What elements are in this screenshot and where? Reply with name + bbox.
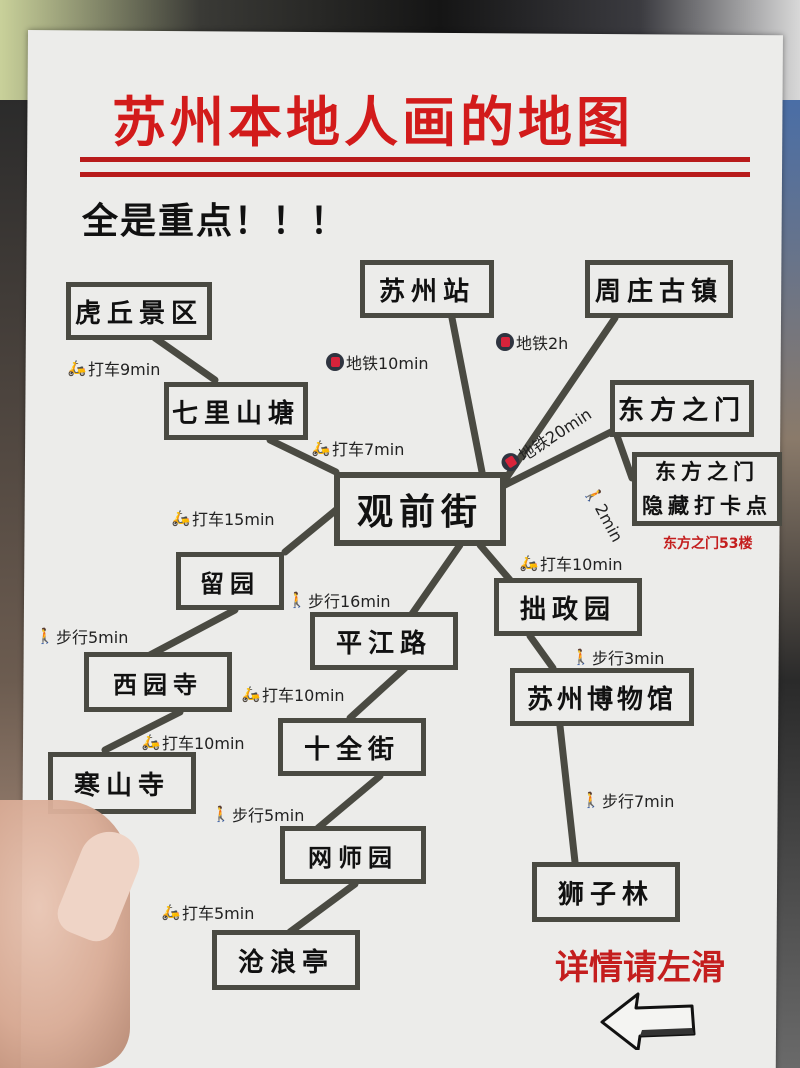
route-zhouzhuang-guanqian: 地铁2h — [496, 330, 568, 354]
node-label: 寒山寺 — [73, 770, 170, 801]
node-label: 观前街 — [356, 492, 483, 533]
route-shiquan-wangshi: 🚶步行5min — [211, 802, 305, 826]
walk-icon: 🚶 — [287, 591, 307, 609]
route-label: 步行16min — [308, 592, 391, 611]
route-wangshi-canglang: 🛵打车5min — [161, 900, 255, 924]
swipe-hint: 详情请左滑 — [555, 948, 725, 988]
node-label: 拙政园 — [519, 594, 616, 625]
route-label: 步行5min — [56, 628, 129, 647]
node-liuyuan: 留园 — [176, 552, 284, 610]
scooter-icon: 🛵 — [67, 359, 87, 377]
route-label: 步行7min — [602, 792, 675, 811]
scooter-icon: 🛵 — [241, 685, 261, 703]
route-liuyuan-xiyuan: 🚶步行5min — [35, 624, 129, 648]
node-shizilin: 狮子林 — [532, 862, 680, 922]
node-label: 十全街 — [303, 734, 400, 765]
node-label: 西园寺 — [113, 670, 203, 699]
route-xiyuan-hanshan: 🛵打车10min — [142, 730, 245, 754]
scooter-icon: 🛵 — [519, 554, 539, 572]
node-label: 平江路 — [335, 628, 432, 659]
node-xiyuansi: 西园寺 — [84, 652, 232, 712]
route-station-guanqian: 地铁10min — [326, 350, 429, 374]
left-arrow-icon — [600, 992, 696, 1050]
route-guanqian-liuyuan: 🛵打车15min — [172, 506, 275, 530]
metro-icon — [326, 353, 344, 371]
node-pingjiang: 平江路 — [310, 612, 458, 670]
route-qili-guanqian: 🛵打车7min — [311, 436, 405, 460]
route-label: 打车15min — [192, 510, 275, 529]
node-label: 狮子林 — [557, 879, 654, 910]
scooter-icon: 🛵 — [141, 733, 161, 751]
route-guanqian-zhuozheng: 🛵打车10min — [520, 551, 623, 575]
title-rule-top — [80, 157, 750, 162]
title-rule-bottom — [80, 172, 750, 177]
node-zhuozheng: 拙政园 — [494, 578, 642, 636]
node-label: 苏州博物馆 — [526, 684, 677, 715]
node-label: 虎丘景区 — [74, 298, 203, 329]
route-huqiu-qili: 🛵打车9min — [67, 356, 161, 380]
route-label: 打车10min — [262, 686, 345, 705]
node-label: 网师园 — [308, 843, 398, 872]
walk-icon: 🚶 — [571, 648, 591, 666]
node-label: 周庄古镇 — [594, 276, 723, 307]
node-museum: 苏州博物馆 — [510, 668, 694, 726]
map-title: 苏州本地人画的地图 — [112, 90, 634, 154]
route-label: 打车9min — [88, 360, 161, 379]
node-wangshi: 网师园 — [280, 826, 426, 884]
route-pingjiang-shiquan: 🛵打车10min — [242, 682, 345, 706]
walk-icon: 🚶 — [211, 805, 231, 823]
map-subtitle: 全是重点！！！ — [82, 201, 349, 242]
node-canglang: 沧浪亭 — [212, 930, 360, 990]
node-label: 留园 — [200, 569, 260, 598]
route-label: 步行3min — [592, 649, 665, 668]
walk-icon: 🚶 — [35, 627, 55, 645]
route-zhuozheng-museum: 🚶步行3min — [571, 645, 665, 669]
node-suzhou-station: 苏州站 — [360, 260, 494, 318]
node-huqiu: 虎丘景区 — [66, 282, 212, 340]
route-label: 打车10min — [540, 555, 623, 574]
hidden-spot-floor-note: 东方之门53楼 — [663, 536, 753, 552]
route-label: 打车7min — [332, 440, 405, 459]
metro-icon — [496, 333, 514, 351]
route-museum-shizilin: 🚶步行7min — [581, 788, 675, 812]
node-dongfang-hidden-spot: 东方之门 隐藏打卡点 — [632, 452, 782, 526]
node-zhouzhuang: 周庄古镇 — [585, 260, 733, 318]
node-label: 沧浪亭 — [237, 947, 334, 978]
node-label: 七里山塘 — [171, 398, 300, 429]
node-qilishantang: 七里山塘 — [164, 382, 308, 440]
route-label: 打车5min — [182, 904, 255, 923]
scooter-icon: 🛵 — [171, 509, 191, 527]
node-guanqian: 观前街 — [334, 472, 506, 546]
walk-icon: 🚶 — [581, 791, 601, 809]
node-label: 东方之门 — [617, 396, 746, 426]
node-label-line1: 东方之门 — [655, 460, 759, 484]
node-dongfang-gate: 东方之门 — [610, 380, 754, 437]
route-label: 打车10min — [162, 734, 245, 753]
route-label: 地铁10min — [346, 354, 429, 373]
route-guanqian-pingjiang: 🚶步行16min — [288, 588, 391, 612]
route-label: 地铁2h — [516, 334, 569, 353]
scooter-icon: 🛵 — [311, 439, 331, 457]
node-label-line2: 隐藏打卡点 — [642, 494, 772, 518]
node-shiquan: 十全街 — [278, 718, 426, 776]
node-label: 苏州站 — [378, 276, 475, 307]
scooter-icon: 🛵 — [161, 903, 181, 921]
route-label: 步行5min — [232, 806, 305, 825]
